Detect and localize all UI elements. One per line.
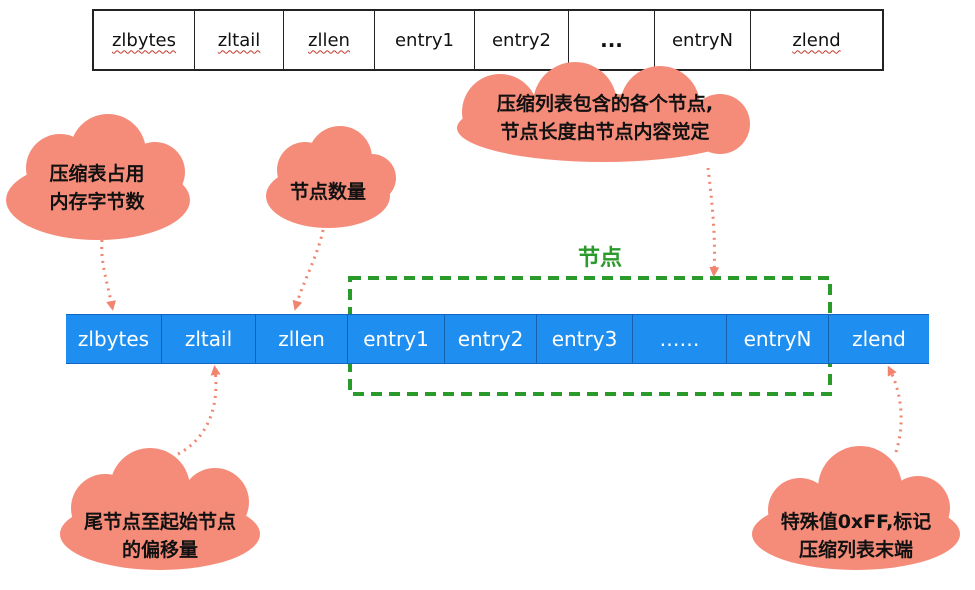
top-cell-zlbytes: zlbytes	[94, 11, 195, 69]
top-cell-zlend: zlend	[792, 29, 841, 51]
cloud-zlbytes-note	[6, 114, 190, 240]
blue-cell-ellipsis: ……	[633, 315, 727, 363]
blue-cell-entry2: entry2	[445, 315, 537, 363]
top-cell-zltail: zltail	[195, 11, 284, 69]
cloud-zllen-text: 节点数量	[278, 178, 378, 206]
blue-cell-zltail: zltail	[162, 315, 256, 363]
top-structure-row: zlbytes zltail zllen entry1 entry2 ... e…	[92, 9, 884, 71]
arrow-zltail	[177, 365, 221, 456]
top-cell-entry2: entry2	[475, 11, 569, 69]
top-cell-ellipsis: ...	[569, 11, 655, 69]
cloud-zlend-note	[752, 446, 960, 570]
cloud-zlend-text: 特殊值0xFF,标记 压缩列表末端	[766, 508, 946, 564]
top-cell-entryN: entryN	[655, 11, 751, 69]
cloud-zllen-line1: 节点数量	[289, 181, 366, 203]
blue-cell-zlend: zlend	[829, 315, 929, 363]
cloud-zlend-line1: 特殊值0xFF,标记	[780, 511, 932, 533]
blue-cell-entryN: entryN	[727, 315, 829, 363]
cloud-zlbytes-text: 压缩表占用 内存字节数	[22, 160, 172, 216]
cloud-entries-note	[457, 62, 750, 162]
blue-cell-zlbytes: zlbytes	[66, 315, 162, 363]
top-cell-entry1: entry1	[375, 11, 475, 69]
arrow-entries	[706, 167, 720, 277]
cloud-zlbytes-line2: 内存字节数	[49, 191, 145, 213]
arrow-zlbytes	[100, 239, 116, 311]
top-cell-zllen: zllen	[284, 11, 375, 69]
cloud-zltail-line2: 的偏移量	[121, 539, 198, 561]
cloud-zltail-note	[60, 448, 260, 570]
cloud-zlend-line2: 压缩列表末端	[798, 539, 913, 561]
blue-cell-zllen: zllen	[256, 315, 348, 363]
blue-cell-entry1: entry1	[348, 315, 445, 363]
arrow-zllen	[292, 229, 325, 311]
blue-cell-entry3: entry3	[537, 315, 633, 363]
cloud-entries-line1: 压缩列表包含的各个节点,	[496, 93, 714, 115]
cloud-zltail-text: 尾节点至起始节点 的偏移量	[70, 508, 250, 564]
cloud-zltail-line1: 尾节点至起始节点	[83, 511, 236, 533]
cloud-zllen-note	[266, 126, 396, 228]
cloud-entries-text: 压缩列表包含的各个节点, 节点长度由节点内容觉定	[470, 90, 740, 146]
cloud-zlbytes-line1: 压缩表占用	[49, 163, 145, 185]
ziplist-blue-row: zlbytes zltail zllen entry1 entry2 entry…	[66, 314, 929, 364]
arrow-zlend	[887, 365, 903, 453]
cloud-entries-line2: 节点长度由节点内容觉定	[500, 121, 710, 143]
node-group-label: 节点	[578, 246, 623, 271]
